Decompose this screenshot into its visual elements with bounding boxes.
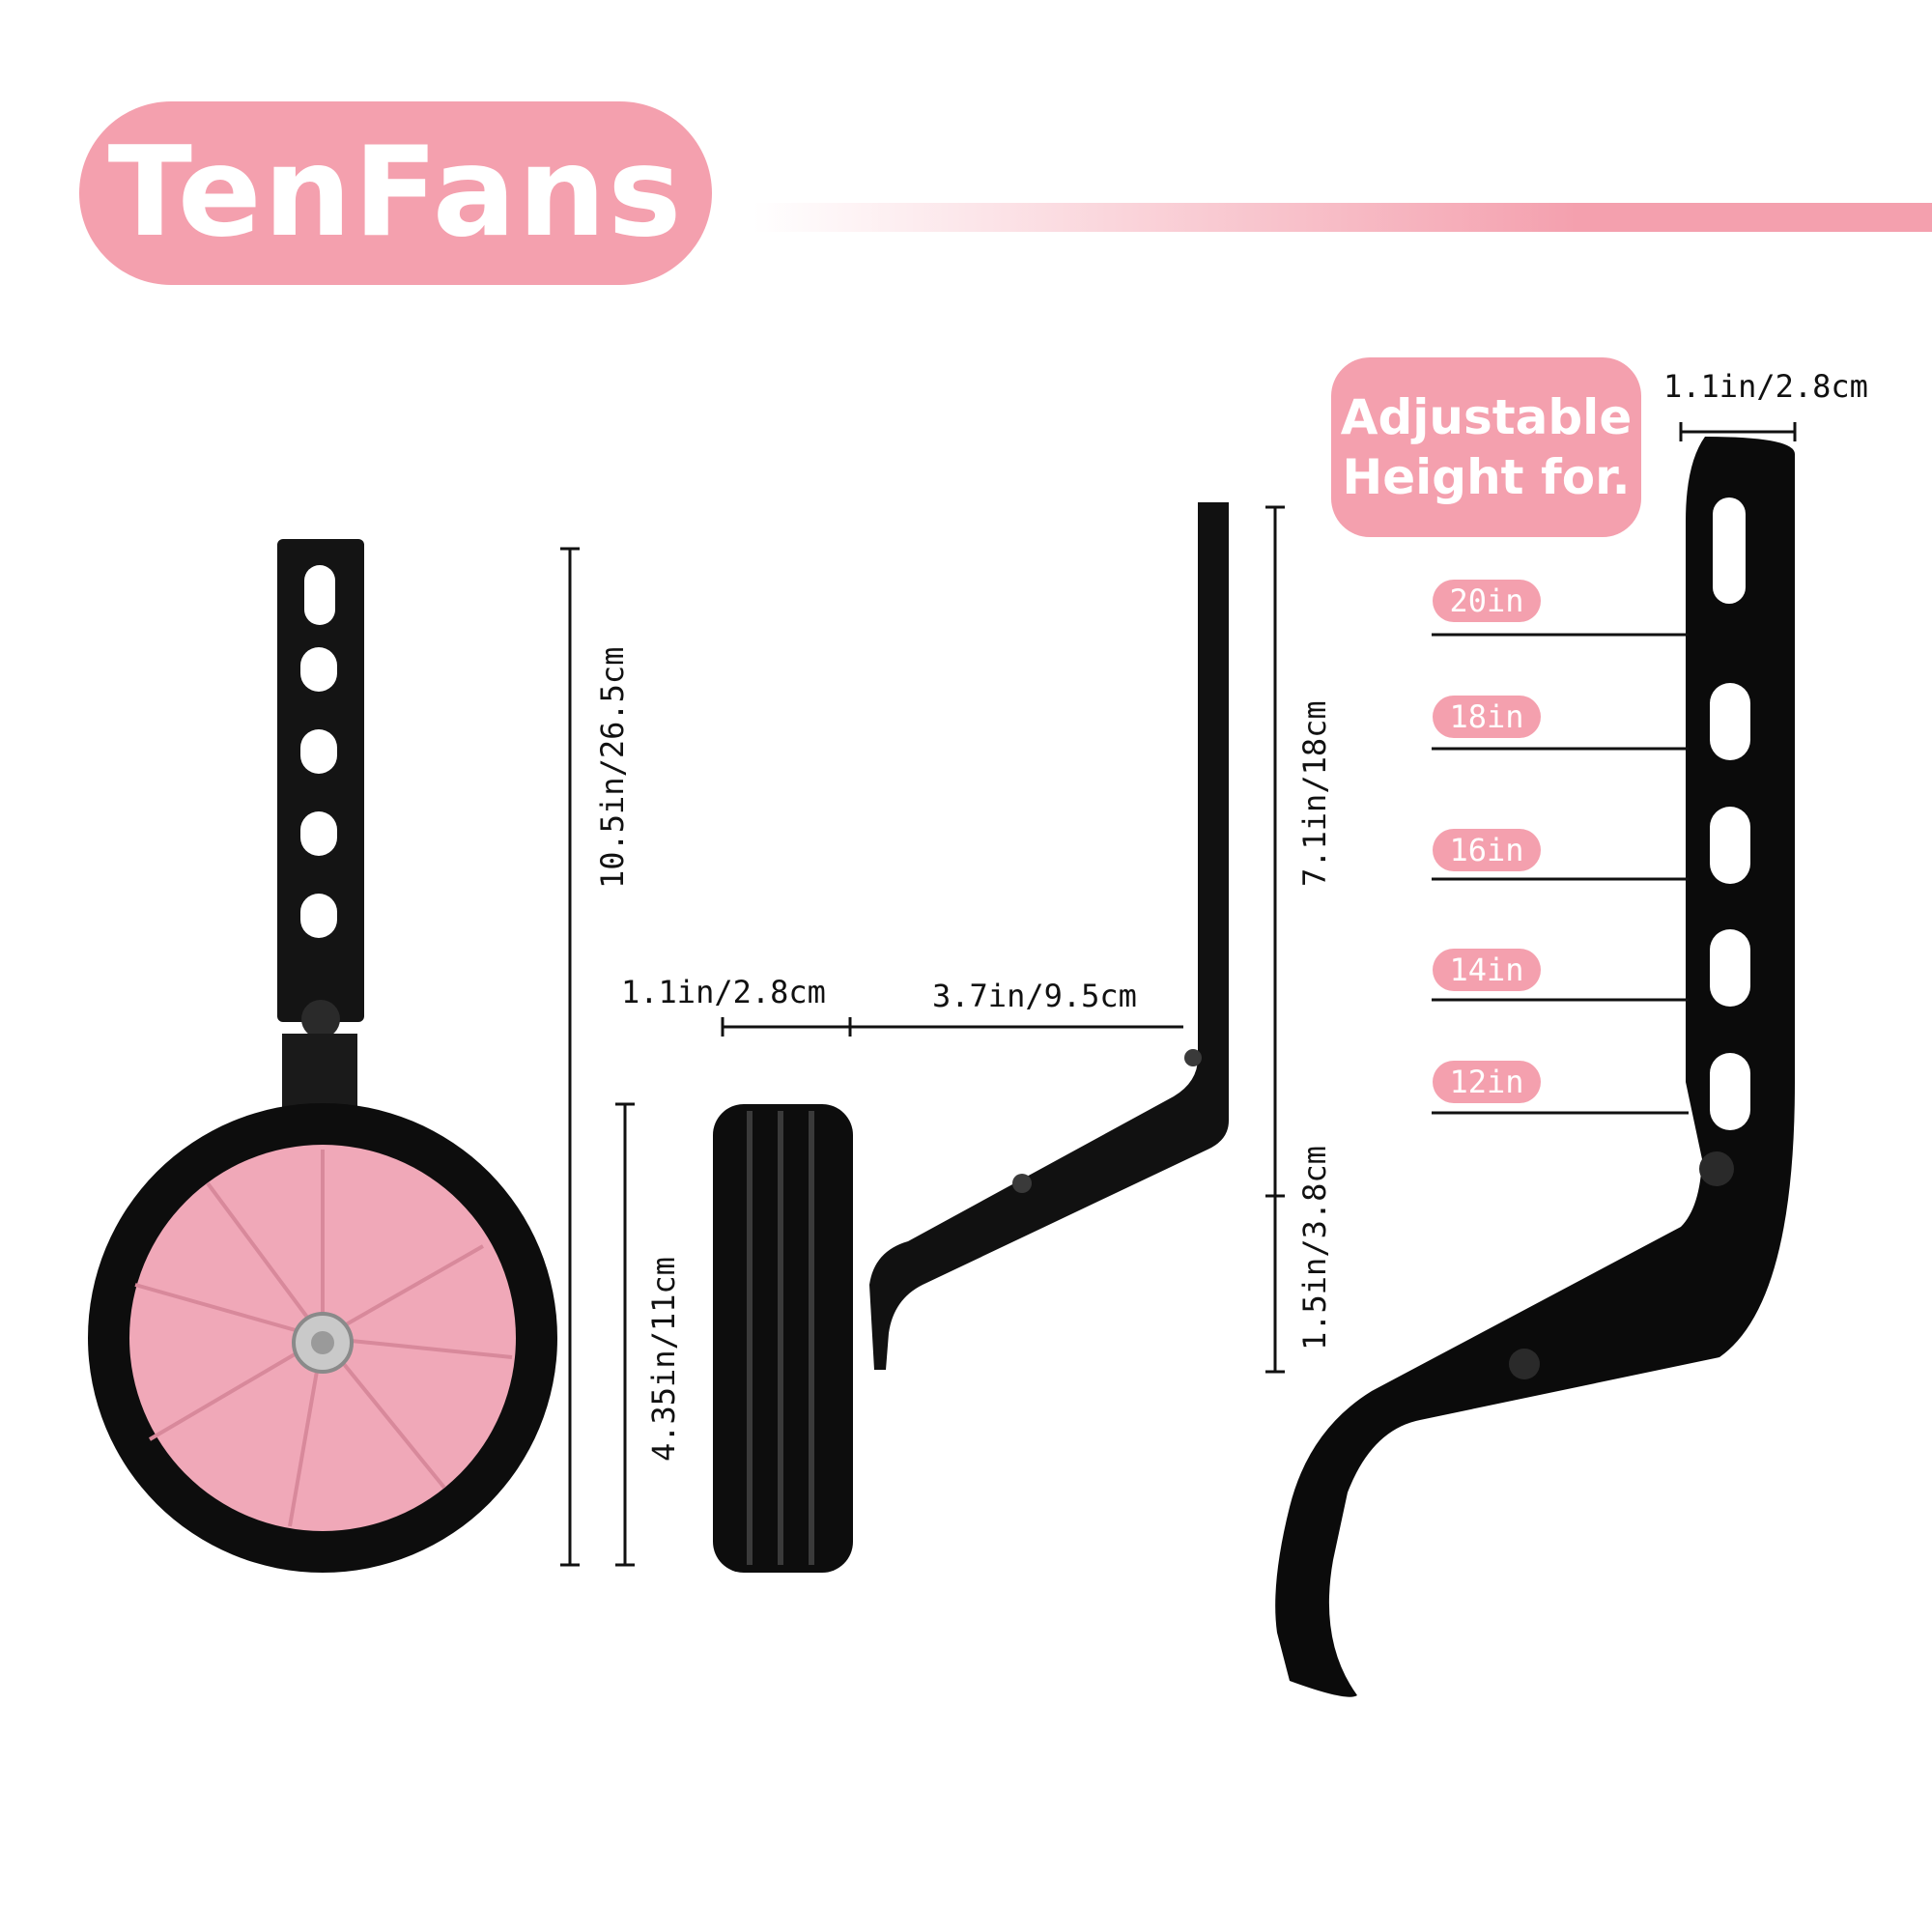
size-badge-12in: 12in xyxy=(1433,1061,1541,1103)
bracket-detail xyxy=(1275,437,1795,1697)
arm-reach-label: 3.7in/9.5cm xyxy=(932,978,1137,1014)
adjustable-height-badge: Adjustable Height for. xyxy=(1331,357,1641,537)
size-badge-20in: 20in xyxy=(1433,580,1541,622)
size-badge-18in: 18in xyxy=(1433,696,1541,738)
front-view-wheel xyxy=(88,539,557,1573)
adjustable-label: Adjustable xyxy=(1340,389,1633,445)
side-view-wheel xyxy=(713,502,1229,1573)
brand-badge: TenFans xyxy=(79,101,712,285)
height-for-label: Height for. xyxy=(1342,449,1631,505)
size-badge-16in: 16in xyxy=(1433,829,1541,871)
total-height-label: 10.5in/26.5cm xyxy=(594,646,631,889)
bracket-height-label: 7.1in/18cm xyxy=(1296,700,1333,887)
wheel-diameter-label: 4.35in/11cm xyxy=(645,1257,682,1462)
header-accent-bar xyxy=(753,203,1932,232)
bracket-width-label: 1.1in/2.8cm xyxy=(1663,368,1868,405)
size-badge-14in: 14in xyxy=(1433,949,1541,991)
wheel-width-label: 1.1in/2.8cm xyxy=(621,974,826,1010)
dimension-lines xyxy=(560,422,1797,1567)
brand-name: TenFans xyxy=(107,121,684,265)
bend-height-label: 1.5in/3.8cm xyxy=(1296,1146,1333,1350)
